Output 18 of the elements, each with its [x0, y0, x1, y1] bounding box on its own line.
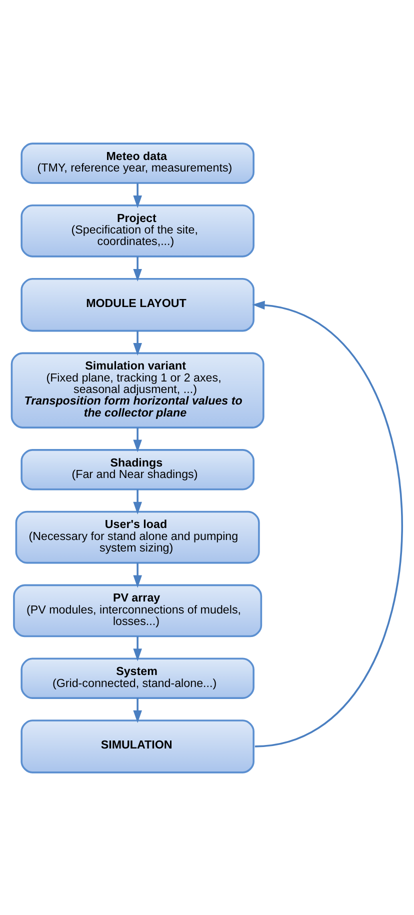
- node-box: SIMULATION: [20, 719, 254, 773]
- arrow: [133, 562, 142, 588]
- node-box: MODULE LAYOUT: [20, 277, 254, 332]
- node-box: Project (Specification of the site, coordinates,...): [20, 204, 254, 257]
- node-box: System (Grid-connected, stand-alone...): [20, 657, 254, 698]
- arrow: [133, 256, 142, 282]
- arrow: [252, 300, 403, 747]
- arrow: [133, 330, 142, 356]
- arrow: [133, 427, 142, 452]
- arrow: [133, 489, 142, 514]
- node-box: Meteo data (TMY, reference year, measurements): [20, 142, 254, 184]
- node-box: User's load (Necessary for stand alone and pumping system sizing): [15, 510, 260, 564]
- arrow: [133, 636, 142, 661]
- arrow: [133, 182, 142, 208]
- arrow: [133, 698, 142, 722]
- node-box: Shadings (Far and Near shadings): [20, 448, 254, 490]
- node-box: PV array (PV modules, interconnections of mudels, losses...): [13, 584, 262, 637]
- node-box: Simulation variant (Fixed plane, tracking 1 or 2 axes, seasonal adjusment, ...) Transposition form horizontal values to the collector plane: [10, 352, 264, 428]
